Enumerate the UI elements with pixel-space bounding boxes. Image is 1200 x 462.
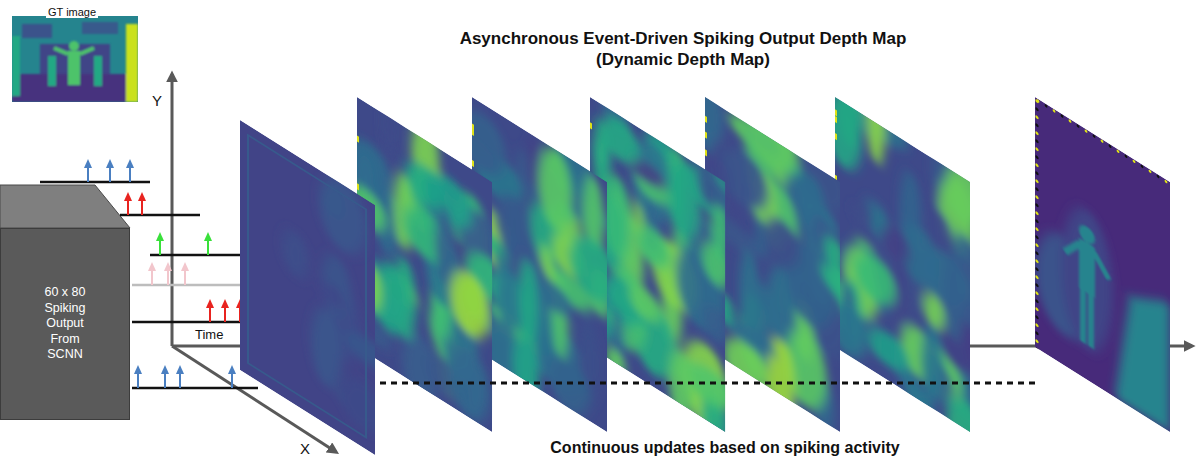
depth-map-frame	[1035, 97, 1170, 435]
depth-map-frame	[585, 65, 735, 462]
spike-arrow	[148, 262, 156, 285]
spike-line	[132, 284, 258, 287]
caption-block: Continuous updates based on spiking acti…	[546, 439, 903, 457]
title: Asynchronous Event-Driven Spiking Output…	[457, 28, 910, 70]
depth-frames	[240, 52, 1170, 462]
title-block: Asynchronous Event-Driven Spiking Output…	[457, 28, 910, 70]
caption: Continuous updates based on spiking acti…	[546, 439, 903, 456]
spike-arrow	[221, 299, 229, 322]
spike-arrow	[124, 192, 132, 215]
spike-arrow	[164, 262, 172, 285]
spiking-output-box: 60 x 80 Spiking Output From SCNN	[0, 228, 130, 420]
label-block: GT image	[46, 2, 98, 20]
box-label: 60 x 80 Spiking Output From SCNN	[34, 285, 96, 363]
spike-arrow	[138, 192, 146, 215]
box-top-face	[0, 185, 130, 228]
spike-arrow	[126, 159, 134, 182]
axis-label: Y	[150, 92, 164, 109]
spike-arrow	[156, 232, 164, 255]
spike-arrow	[181, 262, 189, 285]
spike-arrow	[84, 159, 92, 182]
spike-arrow	[204, 232, 212, 255]
spike-arrow	[206, 299, 214, 322]
spike-arrow	[161, 365, 169, 388]
spike-line	[120, 214, 200, 217]
spike-arrow	[228, 365, 236, 388]
depth-map-frame	[240, 115, 396, 462]
axis-label: X	[298, 440, 312, 457]
label-block: Y	[150, 92, 164, 110]
spike-arrow	[134, 365, 142, 388]
y-axis	[171, 74, 174, 346]
spike-arrow	[106, 159, 114, 182]
label-block: Time	[193, 325, 225, 343]
label-block: X	[298, 440, 312, 458]
image-label: GT image	[46, 6, 98, 18]
depth-map-frame	[827, 52, 985, 462]
spike-arrow	[176, 365, 184, 388]
axis-label: Time	[193, 327, 225, 342]
spike-line	[132, 387, 258, 390]
dashed-timeline	[380, 382, 1035, 385]
gt-image	[12, 16, 138, 102]
spike-line	[40, 181, 150, 184]
